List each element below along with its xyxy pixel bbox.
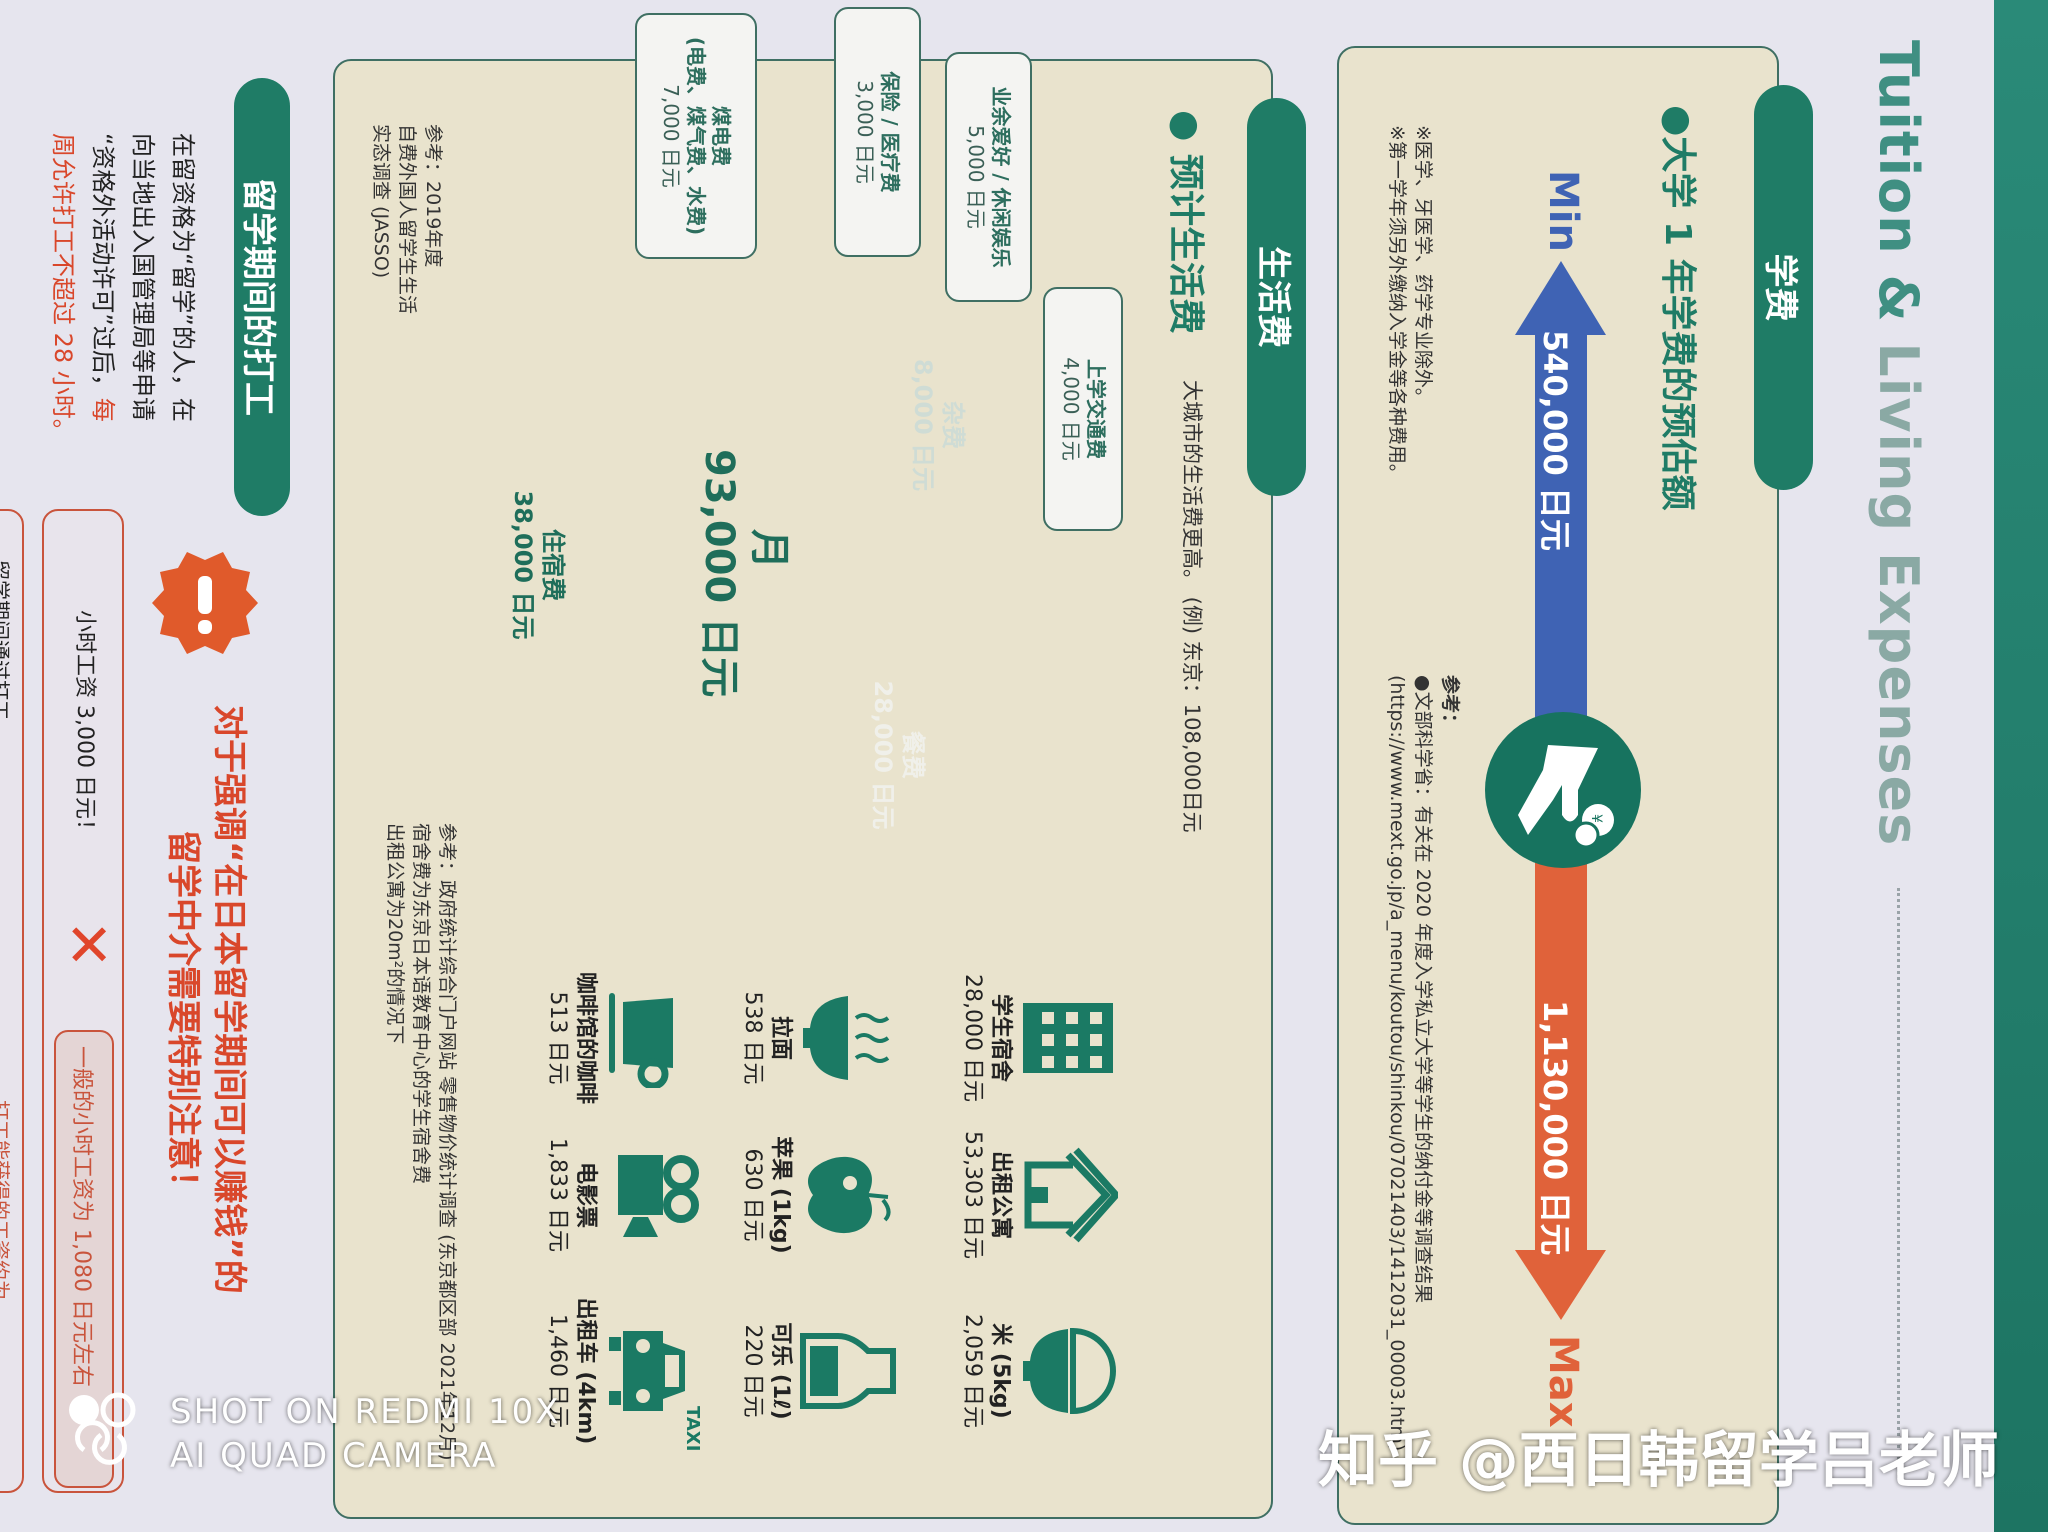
callout-insurance-value: 3,000 日元 bbox=[853, 80, 878, 184]
max-arrow bbox=[1515, 850, 1606, 1320]
svg-text:¥: ¥ bbox=[1588, 814, 1604, 823]
hand-coin-icon: ¥ bbox=[1485, 712, 1641, 868]
living-source-1: 参考：2019年度自费外国人留学生生活实态调查 (JASSO) bbox=[368, 124, 446, 314]
price-item-name: 拉面 bbox=[768, 1015, 793, 1060]
fact-text-2: 打工能获得的工资约为 bbox=[0, 1100, 12, 1300]
pie-label-food-value: 28,000 日元 bbox=[869, 680, 897, 830]
callout-hobby-value: 5,000 日元 bbox=[964, 125, 989, 229]
source1-line2: 自费外国人留学生生活 bbox=[396, 124, 418, 315]
taxi-sign-text: TAXI bbox=[682, 1406, 703, 1452]
source2-line3: 出租公寓为20m²的情况下 bbox=[384, 823, 406, 1045]
price-item-name: 苹果 (1kg) bbox=[768, 1136, 793, 1254]
source2-line2: 宿舍费为东京日本语教育中心的学生宿舍费 bbox=[410, 823, 432, 1185]
price-item-value: 1,833 日元 bbox=[545, 1138, 570, 1252]
price-item-name: 可乐 (1ℓ) bbox=[768, 1322, 793, 1420]
price-item-value: 220 日元 bbox=[740, 1324, 765, 1418]
source1-line3: 实态调查 (JASSO) bbox=[370, 124, 392, 279]
min-arrow bbox=[1515, 261, 1606, 730]
source1-line1: 参考：2019年度 bbox=[422, 124, 444, 268]
work-body-line3-text: “资格外活动许可”过后， bbox=[89, 133, 117, 398]
price-item: 可乐 (1ℓ)220 日元 bbox=[738, 1286, 898, 1456]
camera-logo-icon bbox=[69, 1392, 136, 1465]
house-icon bbox=[1024, 1147, 1121, 1243]
work-body-line1: 在留资格为“留学”的人，在 bbox=[169, 133, 197, 422]
pie-center-line1: 月 bbox=[746, 529, 792, 569]
callout-utilities-name: 煤电费 bbox=[709, 106, 734, 166]
pie-label-housing-value: 38,000 日元 bbox=[509, 490, 537, 640]
claim-text: 小时工资 3,000 日元！ bbox=[72, 610, 97, 841]
building-icon bbox=[1023, 1003, 1113, 1073]
cross-icon: ✕ bbox=[54, 920, 122, 969]
price-item: 米 (5kg)2,059 日元 bbox=[958, 1286, 1118, 1456]
callout-utilities-value: 7,000 日元 bbox=[659, 84, 684, 188]
work-body-line2: 向当地出入国管理局等申请 bbox=[129, 133, 157, 421]
ramen-icon bbox=[803, 996, 890, 1080]
living-source-2: 参考：政府统计综合门户网站 零售物价统计调查 (东京都区部 2021年12月)宿… bbox=[382, 823, 460, 1460]
pie-label-misc-value: 8,000 日元 bbox=[909, 358, 937, 492]
callout-insurance-name: 保险 / 医疗费 bbox=[878, 71, 903, 193]
pie-label-housing-name: 住宿费 bbox=[539, 529, 567, 601]
source2-line1: 参考：政府统计综合门户网站 零售物价统计调查 (东京都区部 2021年12月) bbox=[436, 823, 458, 1461]
price-item-value: 28,000 日元 bbox=[960, 974, 985, 1102]
price-item-name: 学生宿舍 bbox=[988, 993, 1013, 1082]
callout-utilities: 煤电费(电费、煤气费、水费)7,000 日元 bbox=[635, 13, 757, 259]
work-body-red-line: 周允许打工不超过 28 小时。 bbox=[49, 133, 77, 443]
price-item: 苹果 (1kg)630 日元 bbox=[738, 1110, 898, 1280]
apple-icon bbox=[808, 1156, 891, 1234]
camera-watermark-line1: SHOT ON REDMI 10X bbox=[170, 1392, 561, 1432]
movie-camera-icon bbox=[618, 1155, 699, 1237]
work-tab: 留学期间的打工 bbox=[234, 78, 290, 516]
price-item-name: 米 (5kg) bbox=[988, 1323, 1013, 1419]
price-item-value: 538 日元 bbox=[740, 991, 765, 1085]
work-body: 在留资格为“留学”的人，在 向当地出入国管理局等申请 “资格外活动许可”过后，每… bbox=[43, 133, 203, 443]
price-item-value: 630 日元 bbox=[740, 1148, 765, 1242]
claim-text-2: 留学期间通过打工 bbox=[0, 560, 12, 720]
camera-watermark-line2: AI QUAD CAMERA bbox=[170, 1436, 498, 1476]
exclamation-badge-icon bbox=[152, 552, 258, 654]
rice-bowl-icon bbox=[1023, 1327, 1116, 1415]
price-item-name: 出租公寓 bbox=[988, 1150, 1013, 1239]
price-item-name: 电影票 bbox=[573, 1161, 598, 1228]
zhihu-watermark: 知乎 @西日韩留学吕老师 bbox=[1318, 1426, 1999, 1496]
pie-label-misc-name: 杂费 bbox=[939, 401, 967, 449]
callout-transport-name: 上学交通费 bbox=[1084, 359, 1108, 459]
price-item-value: 2,059 日元 bbox=[960, 1314, 985, 1428]
work-body-line3: “资格外活动许可”过后，每 bbox=[83, 133, 123, 443]
work-body-red-tail: 每 bbox=[89, 397, 117, 422]
pie-center-line2: 93,000 日元 bbox=[696, 449, 742, 698]
price-item-value: 513 日元 bbox=[545, 991, 570, 1085]
coffee-cup-icon bbox=[609, 993, 673, 1090]
callout-transport-value: 4,000 日元 bbox=[1059, 357, 1083, 461]
pie-label-food-name: 餐费 bbox=[899, 731, 927, 779]
taxi-icon bbox=[609, 1331, 685, 1411]
warning-line1: 对于强调“在日本留学期间可以赚钱”的 bbox=[209, 705, 249, 1294]
price-item-value: 53,303 日元 bbox=[960, 1131, 985, 1259]
callout-hobby-name: 业余爱好 / 休闲娱乐 bbox=[989, 86, 1014, 268]
price-item-name: 出租车 (4km) bbox=[573, 1297, 598, 1445]
callout-utilities-sub: (电费、煤气费、水费) bbox=[684, 36, 709, 236]
price-item-name: 咖啡馆的咖啡 bbox=[573, 971, 598, 1104]
warning-line2: 留学中介需要特别注意！ bbox=[163, 830, 203, 1204]
bottle-icon bbox=[800, 1333, 896, 1409]
